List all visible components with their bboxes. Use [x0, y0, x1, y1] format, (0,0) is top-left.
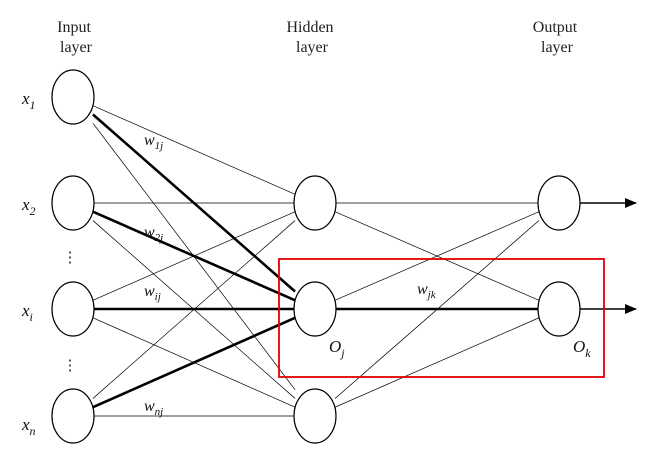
input-node-xi [51, 281, 95, 337]
node-label-oj-main: O [329, 337, 341, 356]
input-label-xi-main: x [21, 301, 30, 320]
highlight-box [278, 258, 605, 378]
input-label-x1-main: x [21, 89, 30, 108]
input-layer-header-line1: Input [57, 19, 91, 36]
edge-x1-h1 [92, 105, 296, 195]
output-layer-header: Output layer [533, 19, 581, 56]
weight-label-w1j-main: w [144, 132, 155, 149]
weight-label-wnj-main: w [144, 398, 155, 415]
output-layer-header-line2: layer [541, 39, 574, 56]
input-label-xn: xn [21, 415, 36, 438]
node-label-ok: Ok [573, 337, 591, 360]
output-node-o1 [537, 175, 581, 231]
input-node-x1 [51, 69, 95, 125]
ellipsis-lower: ⋮ [63, 358, 78, 374]
input-label-x2-main: x [21, 195, 30, 214]
connection-edges [92, 105, 540, 417]
edge-h3-ok [334, 317, 540, 408]
hidden-layer-header-line1: Hidden [286, 19, 333, 36]
weight-label-w2j: w2j [144, 224, 163, 244]
weight-label-wij: wij [144, 283, 161, 303]
weight-label-w2j-main: w [144, 224, 155, 241]
input-label-xi-sub: i [30, 310, 33, 324]
hidden-node-h1 [293, 175, 337, 231]
weight-label-w1j: w1j [144, 132, 163, 152]
node-label-ok-main: O [573, 337, 585, 356]
input-layer-header: Input layer [57, 19, 95, 56]
weight-label-wjk: wjk [417, 281, 437, 301]
input-node-x2 [51, 175, 95, 231]
input-label-x2-sub: 2 [30, 204, 36, 218]
input-label-xi: xi [21, 301, 33, 324]
input-label-x1-sub: 1 [30, 98, 36, 112]
input-node-xn [51, 388, 95, 444]
hidden-node-h3 [293, 388, 337, 444]
edge-xn-h1 [92, 220, 296, 399]
output-layer-header-line1: Output [533, 19, 578, 36]
weight-label-wij-main: w [144, 283, 155, 300]
weight-label-wjk-sub: jk [426, 289, 437, 301]
hidden-node-oj [293, 281, 337, 337]
weight-label-wnj: wnj [144, 398, 163, 418]
weight-label-wij-sub: ij [155, 291, 161, 303]
output-node-ok [537, 281, 581, 337]
weight-label-w1j-sub: 1j [155, 140, 164, 152]
edge-xi-h1 [92, 211, 296, 301]
edge-h3-o1 [334, 220, 540, 399]
edge-oj-o1 [334, 211, 540, 301]
node-label-oj-sub: j [339, 346, 345, 360]
hidden-layer-header-line2: layer [296, 39, 329, 56]
node-label-oj: Oj [329, 337, 345, 360]
input-label-xn-sub: n [30, 424, 36, 438]
input-label-xn-main: x [21, 415, 30, 434]
input-layer-header-line2: layer [60, 39, 93, 56]
weight-label-w2j-sub: 2j [155, 232, 164, 244]
weight-label-wnj-sub: nj [155, 406, 164, 418]
input-label-x1: x1 [21, 89, 36, 112]
ellipsis-upper: ⋮ [63, 250, 78, 266]
edge-xn-oj [92, 316, 296, 409]
node-label-ok-sub: k [585, 346, 591, 360]
weight-label-wjk-main: w [417, 281, 428, 298]
network-nodes [51, 69, 581, 444]
input-label-x2: x2 [21, 195, 36, 218]
hidden-layer-header: Hidden layer [286, 19, 337, 56]
